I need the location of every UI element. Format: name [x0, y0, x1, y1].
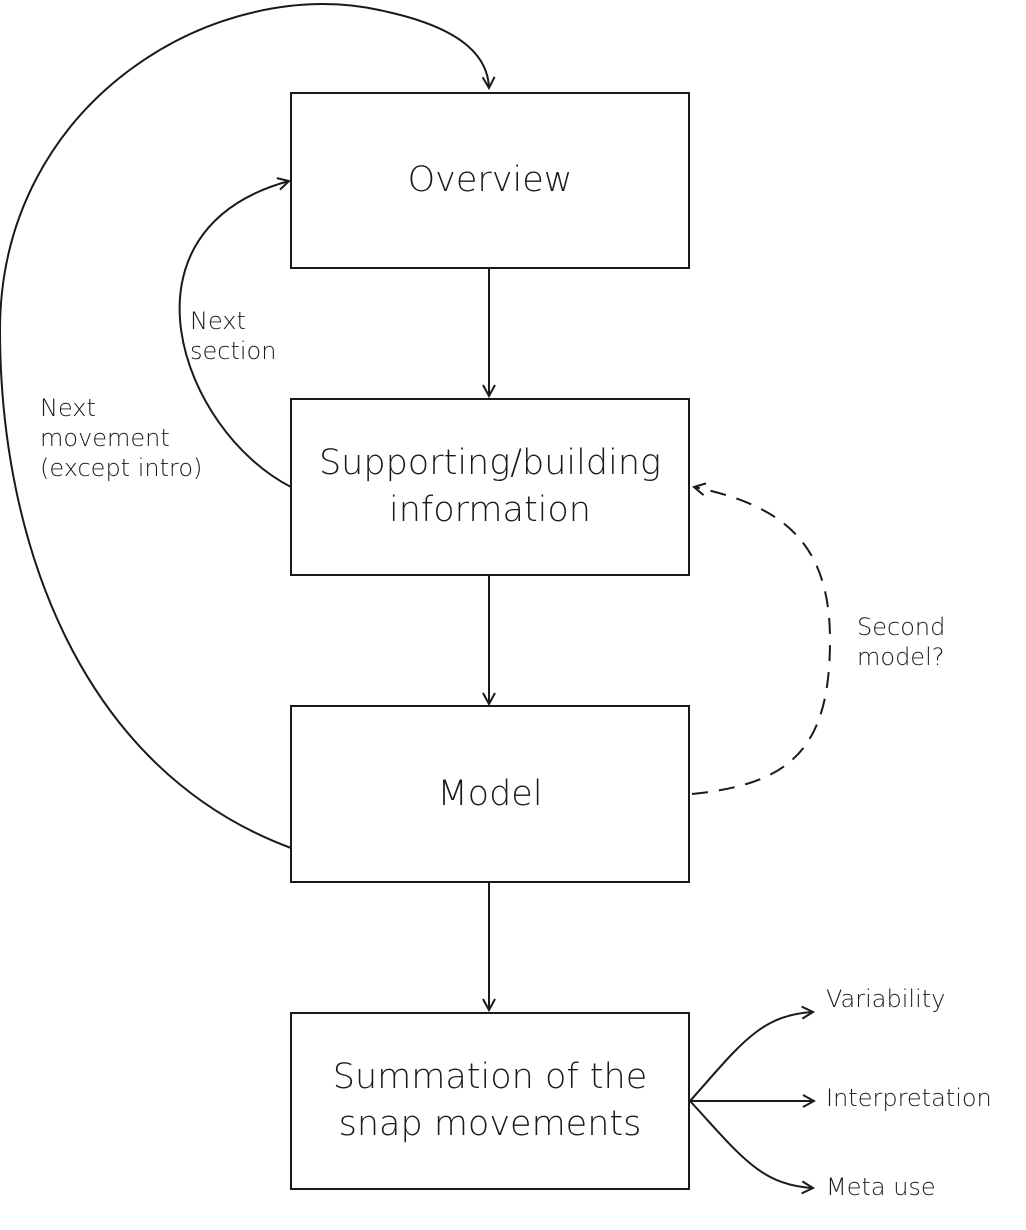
node-model: Model	[290, 705, 690, 883]
node-supporting-label-line2: information	[388, 490, 591, 530]
outcome-variability: Variability	[826, 985, 946, 1013]
edge-label-next-section-line1: Next	[190, 307, 246, 335]
edge-label-second-model: Second model?	[857, 612, 945, 672]
edge-label-next-section: Next section	[190, 306, 276, 366]
node-model-label: Model	[437, 773, 543, 814]
edge-label-next-section-line2: section	[190, 337, 277, 365]
branch-meta-use-path	[689, 1100, 813, 1188]
node-summation-label-line2: snap movements	[338, 1104, 642, 1144]
loop-next-movement-path	[0, 3, 489, 849]
edge-label-next-movement-line3: (except intro)	[40, 454, 203, 482]
outcome-meta-use: Meta use	[826, 1173, 936, 1201]
loop-next-section-path	[178, 181, 292, 488]
node-summation-label-line1: Summation of the	[332, 1057, 648, 1097]
node-overview-label: Overview	[407, 160, 573, 200]
edge-label-second-model-line2: model?	[857, 643, 945, 671]
node-overview: Overview	[290, 92, 690, 269]
outcome-interpretation: Interpretation	[826, 1084, 992, 1112]
edge-label-next-movement-line2: movement	[40, 424, 170, 452]
loop-second-model-path	[691, 487, 832, 795]
edge-label-second-model-line1: Second	[857, 613, 946, 641]
node-supporting-information: Supporting/building information	[290, 398, 690, 576]
node-supporting-label-line1: Supporting/building	[318, 443, 662, 483]
edge-label-next-movement: Next movement (except intro)	[40, 393, 202, 483]
edge-label-next-movement-line1: Next	[40, 394, 96, 422]
branch-variability-path	[689, 1012, 813, 1102]
node-summation: Summation of the snap movements	[290, 1012, 690, 1190]
